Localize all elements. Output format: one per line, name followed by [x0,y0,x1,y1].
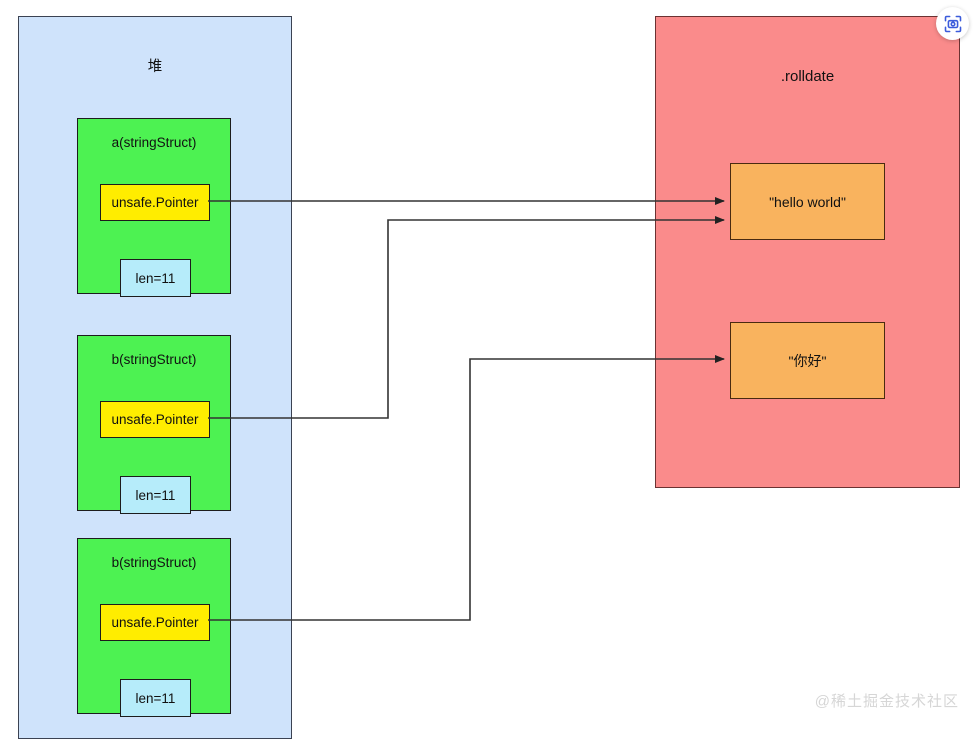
len-box: len=11 [120,259,191,297]
unsafe-pointer-box: unsafe.Pointer [100,184,210,221]
string-struct-box: b(stringStruct) unsafe.Pointer len=11 [77,335,231,514]
scan-camera-icon [944,15,961,32]
len-box: len=11 [120,476,191,514]
string-literal-box: "hello world" [730,163,885,240]
rodata-panel: .rolldate [655,16,960,488]
watermark: @稀土掘金技术社区 [814,693,959,710]
struct-title: b(stringStruct) [111,555,197,570]
string-struct-box: a(stringStruct) unsafe.Pointer len=11 [77,118,231,297]
scan-button[interactable] [936,7,969,40]
string-literal-box: "你好" [730,322,885,399]
string-struct-box: b(stringStruct) unsafe.Pointer len=11 [77,538,231,717]
heap-panel-title: 堆 [147,59,163,75]
rodata-panel-title: .rolldate [780,68,835,85]
unsafe-pointer-box: unsafe.Pointer [100,604,210,641]
struct-title: a(stringStruct) [111,135,197,150]
len-box: len=11 [120,679,191,717]
unsafe-pointer-box: unsafe.Pointer [100,401,210,438]
struct-title: b(stringStruct) [111,352,197,367]
